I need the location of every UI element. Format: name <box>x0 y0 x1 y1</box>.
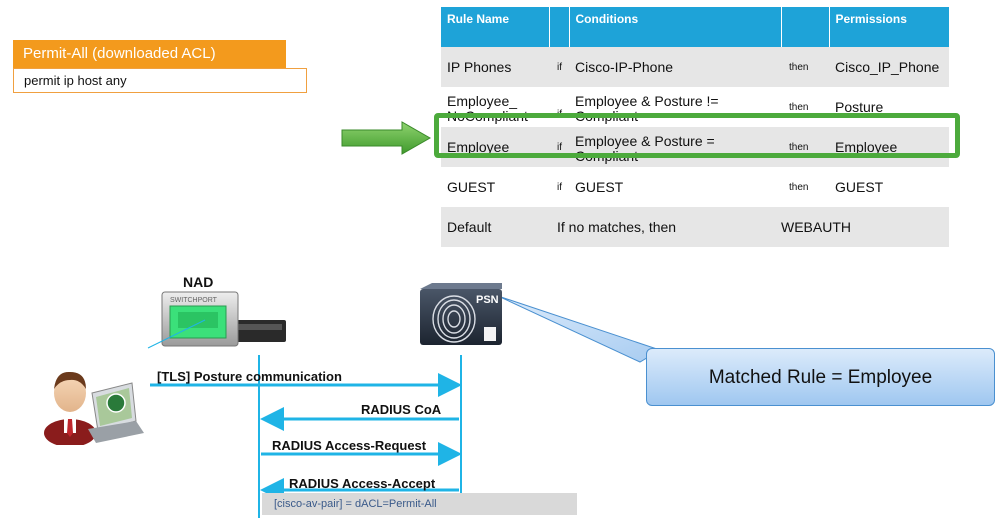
dacl-rule: permit ip host any <box>13 68 307 93</box>
user-tie <box>67 419 73 437</box>
rule-permission: GUEST <box>829 167 949 207</box>
msg-tls-posture: [TLS] Posture communication <box>157 369 342 384</box>
dacl-title: Permit-All (downloaded ACL) <box>13 40 286 68</box>
msg-access-request: RADIUS Access-Request <box>272 438 427 453</box>
port-inner <box>178 312 218 328</box>
header-then-spacer <box>781 7 830 47</box>
user-laptop-icon <box>44 371 144 445</box>
rule-condition: GUEST <box>569 167 781 207</box>
header-rule-name: Rule Name <box>441 7 550 47</box>
default-condition: If no matches, then <box>549 207 781 247</box>
header-if-spacer <box>549 7 570 47</box>
rule-permission: Employee <box>829 127 949 167</box>
table-row: GUEST if GUEST then GUEST <box>441 167 949 207</box>
msg-radius-coa: RADIUS CoA <box>361 402 442 417</box>
rule-permission: Cisco_IP_Phone <box>829 47 949 87</box>
then-keyword: then <box>781 127 829 167</box>
rule-condition: Cisco-IP-Phone <box>569 47 781 87</box>
wrench-badge-icon <box>106 393 126 413</box>
header-conditions: Conditions <box>569 7 782 47</box>
switchport-label: SWITCHPORT <box>170 297 218 304</box>
user-face <box>54 374 86 412</box>
table-row-matched: Employee if Employee & Posture = Complia… <box>441 127 949 167</box>
nad-label: NAD <box>183 274 214 290</box>
then-keyword: then <box>781 87 829 127</box>
matched-rule-callout: Matched Rule = Employee <box>646 348 995 406</box>
client-link-line <box>147 319 206 349</box>
if-keyword: if <box>549 167 569 207</box>
switch-front <box>236 324 282 330</box>
fingerprint-icon <box>432 295 476 343</box>
if-keyword: if <box>549 47 569 87</box>
rule-name: IP Phones <box>441 47 549 87</box>
rule-permission: WEBAUTH <box>781 207 949 247</box>
psn-body <box>420 289 502 345</box>
matched-rule-highlight <box>434 113 960 158</box>
av-pair-label: [cisco-av-pair] = dACL=Permit-All <box>262 493 577 515</box>
user-hair <box>54 371 86 389</box>
laptop-base <box>88 421 144 443</box>
then-keyword: then <box>781 167 829 207</box>
green-arrow-icon <box>341 121 432 155</box>
rule-name: GUEST <box>441 167 549 207</box>
rule-name: Default <box>441 207 549 247</box>
document-icon <box>484 327 496 341</box>
then-keyword: then <box>781 47 829 87</box>
psn-appliance-icon: PSN <box>420 283 502 345</box>
rule-permission: Posture <box>829 87 949 127</box>
msg-access-accept: RADIUS Access-Accept <box>289 476 436 491</box>
header-permissions: Permissions <box>829 7 950 47</box>
table-row: IP Phones if Cisco-IP-Phone then Cisco_I… <box>441 47 949 87</box>
table-row: Default If no matches, then WEBAUTH <box>441 207 949 247</box>
rule-name: Employee <box>441 127 549 167</box>
psn-top <box>420 283 502 289</box>
psn-label: PSN <box>476 294 499 306</box>
